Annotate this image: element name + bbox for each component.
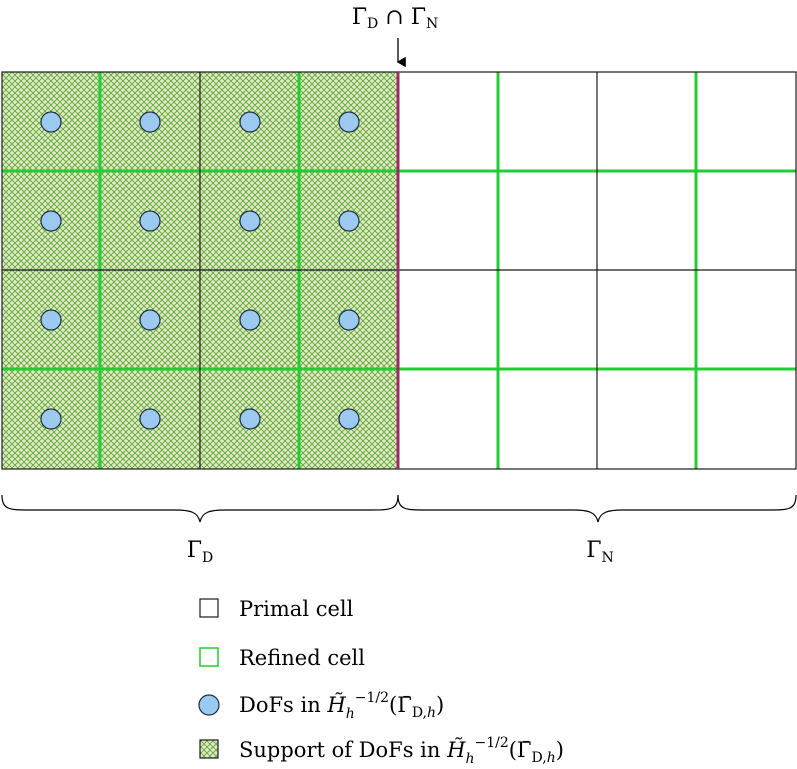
legend-dof-text: DoFs in H̃h−1/2(Γ̄D,h) [239, 690, 444, 722]
dof-circle [239, 309, 261, 331]
intersection-label: Γ̄D ∩ Γ̄N [352, 5, 438, 32]
dof-circle [40, 210, 62, 232]
gamma-n-label: ΓN [586, 538, 614, 566]
dof-circle [139, 210, 161, 232]
dof-circle [139, 408, 161, 430]
legend-support-text: Support of DoFs in H̃h−1/2(Γ̄D,h) [239, 735, 564, 767]
gamma-d-bar: Γ̄ [352, 5, 367, 30]
gamma-d-label: ΓD [187, 538, 214, 566]
dof-circle [239, 210, 261, 232]
legend: Primal cell Refined cell DoFs in H̃h−1/2… [198, 597, 564, 767]
dof-markers [40, 111, 360, 430]
legend-refined-text: Refined cell [239, 646, 365, 670]
dof-circle [338, 408, 360, 430]
dof-circle [139, 111, 161, 133]
dof-circle [40, 309, 62, 331]
dof-circle [338, 111, 360, 133]
brace-dirichlet [1, 494, 399, 523]
legend-dof-swatch [198, 694, 220, 716]
dof-circle [139, 309, 161, 331]
brace-neumann [397, 494, 797, 523]
dof-circle [40, 408, 62, 430]
legend-primal-swatch [199, 598, 219, 618]
dof-circle [338, 210, 360, 232]
dof-circle [40, 111, 62, 133]
legend-support-swatch [199, 739, 219, 759]
dof-circle [239, 111, 261, 133]
dof-circle [338, 309, 360, 331]
legend-refined-swatch [199, 647, 219, 667]
legend-primal-text: Primal cell [239, 597, 354, 621]
dof-circle [239, 408, 261, 430]
